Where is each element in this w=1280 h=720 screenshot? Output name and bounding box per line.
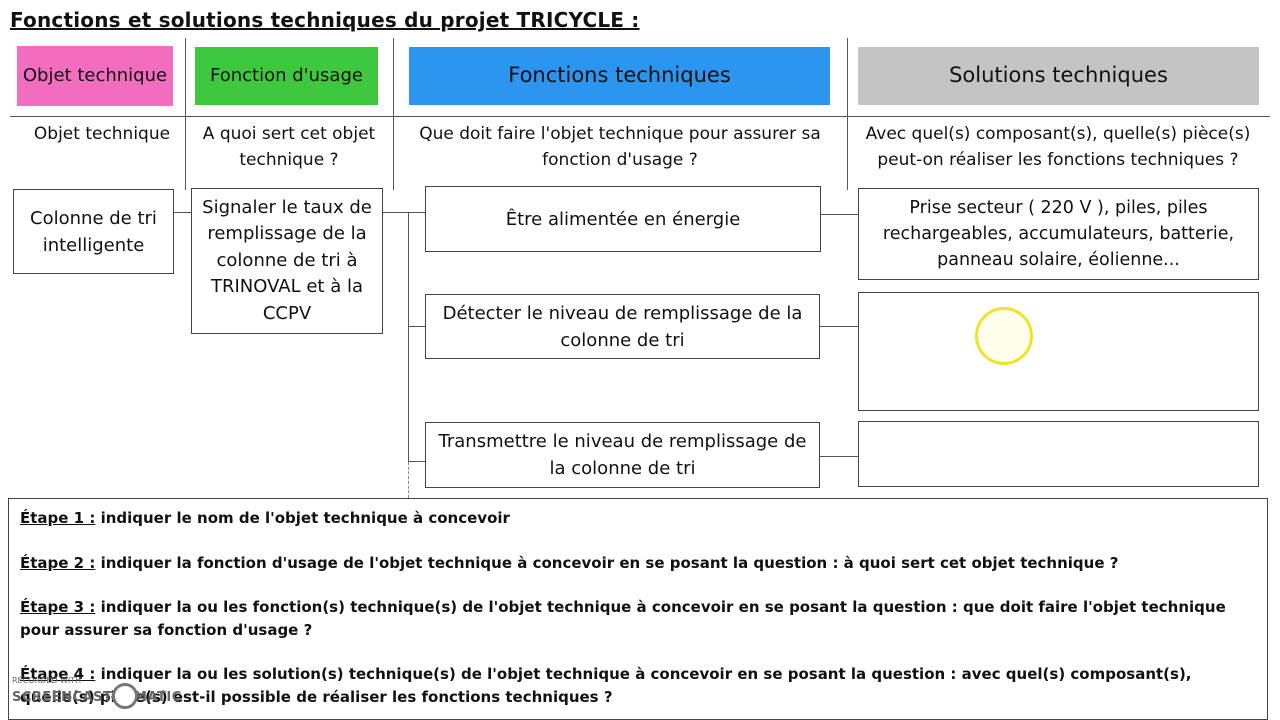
fonction-technique-text-3: Transmettre le niveau de remplissage de …: [438, 431, 807, 479]
step-text: indiquer la ou les solution(s) technique…: [20, 665, 1192, 706]
header-fonction-usage: Fonction d'usage: [195, 47, 378, 105]
header-solutions-techniques: Solutions techniques: [858, 47, 1259, 105]
header-fonctions-label: Fonctions techniques: [508, 63, 731, 88]
fonction-usage-text: Signaler le taux de remplissage de la co…: [202, 196, 372, 324]
subheader-objet: Objet technique: [33, 124, 171, 144]
step-label: Étape 4 :: [20, 665, 96, 683]
cursor-highlight: [975, 307, 1033, 365]
step-2: Étape 2 : indiquer la fonction d'usage d…: [20, 552, 1257, 575]
header-objet-label: Objet technique: [22, 65, 168, 87]
header-usage-label: Fonction d'usage: [210, 65, 363, 87]
step-3: Étape 3 : indiquer la ou les fonction(s)…: [20, 596, 1257, 641]
watermark-logo-icon: [112, 683, 138, 709]
fonction-technique-text-1: Être alimentée en énergie: [505, 208, 741, 230]
step-text: indiquer la ou les fonction(s) technique…: [20, 598, 1226, 639]
steps-panel: Étape 1 : indiquer le nom de l'objet tec…: [8, 498, 1268, 720]
fonction-technique-text-2: Détecter le niveau de remplissage de la …: [442, 302, 803, 351]
fonction-technique-box-2: Détecter le niveau de remplissage de la …: [425, 294, 820, 359]
step-4: Étape 4 : indiquer la ou les solution(s)…: [20, 663, 1257, 708]
connector-line: [173, 212, 191, 213]
connector-line: [820, 456, 858, 457]
connector-line: [821, 214, 858, 215]
step-label: Étape 1 :: [20, 509, 96, 527]
connector-line: [383, 212, 425, 213]
connector-line: [408, 461, 425, 462]
fonction-technique-box-1: Être alimentée en énergie: [425, 186, 821, 252]
watermark-brand: SCREENCAST-O-MATIC: [12, 690, 182, 705]
subheader-usage: A quoi sert cet objet technique ?: [202, 124, 376, 170]
fonction-usage-box: Signaler le taux de remplissage de la co…: [191, 188, 383, 334]
connector-line: [408, 326, 425, 327]
solution-technique-text-1: Prise secteur ( 220 V ), piles, piles re…: [882, 197, 1235, 271]
header-solutions-label: Solutions techniques: [949, 63, 1168, 88]
header-objet-technique: Objet technique: [17, 46, 173, 106]
connector-line: [820, 326, 858, 327]
column-divider: [847, 38, 848, 190]
connector-trunk: [408, 212, 409, 462]
objet-technique-box: Colonne de tri intelligente: [13, 189, 174, 274]
solution-technique-box-1: Prise secteur ( 220 V ), piles, piles re…: [858, 188, 1259, 280]
step-text: indiquer la fonction d'usage de l'objet …: [95, 553, 1119, 572]
column-divider: [393, 38, 394, 190]
step-label: Étape 3 :: [20, 598, 96, 616]
fonction-technique-box-3: Transmettre le niveau de remplissage de …: [425, 422, 820, 488]
solution-technique-box-3[interactable]: [858, 421, 1259, 487]
subheader-solutions: Avec quel(s) composant(s), quelle(s) piè…: [865, 124, 1251, 170]
step-1: Étape 1 : indiquer le nom de l'objet tec…: [20, 507, 1257, 530]
page-title: Fonctions et solutions techniques du pro…: [10, 8, 640, 32]
header-divider: [10, 116, 1270, 117]
objet-technique-text: Colonne de tri intelligente: [30, 207, 157, 256]
step-text: indiquer le nom de l'objet technique à c…: [95, 509, 510, 527]
solution-technique-box-2[interactable]: [858, 292, 1259, 411]
watermark-recorded: RECORDED WITH: [12, 676, 82, 685]
subheader-fonctions: Que doit faire l'objet technique pour as…: [419, 124, 821, 170]
step-label: Étape 2 :: [20, 553, 96, 572]
column-divider: [185, 38, 186, 190]
connector-dashed: [408, 462, 409, 498]
header-fonctions-techniques: Fonctions techniques: [409, 47, 830, 105]
